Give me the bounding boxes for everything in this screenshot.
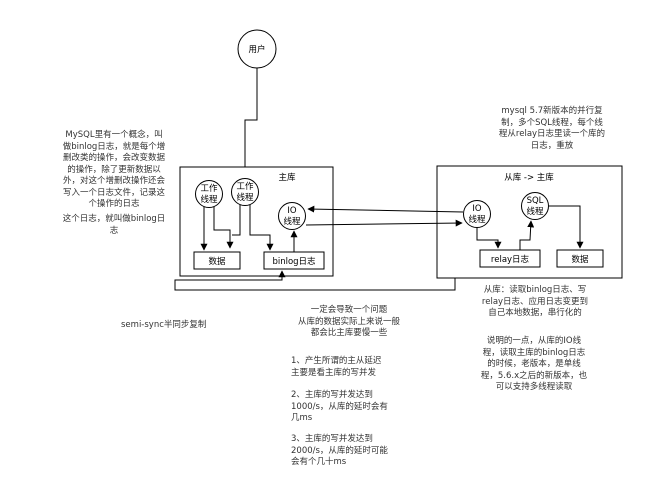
svg-text:工作: 工作	[236, 181, 254, 192]
edge-worker2-to-binlog	[249, 205, 274, 251]
note-mysql57: mysql 5.7新版本的并行复 制，多个SQL线程，每个线 程从relay日志…	[498, 106, 606, 151]
edge-user-to-worker	[241, 68, 258, 179]
edge-sql-to-data	[549, 205, 584, 249]
note-semi-sync: semi-sync半同步复制	[121, 320, 207, 330]
edge-worker1-to-binlog	[213, 207, 234, 249]
note-binlog-name: 这个日志，就叫做binlog日 志	[62, 214, 166, 236]
svg-text:线程: 线程	[283, 216, 301, 227]
slave-label: 从库 -> 主库	[504, 172, 554, 183]
relay-label: relay日志	[491, 254, 530, 265]
svg-text:线程: 线程	[236, 192, 254, 203]
svg-text:线程: 线程	[526, 206, 544, 217]
worker-thread-2: 工作 线程	[231, 178, 259, 206]
svg-text:工作: 工作	[200, 183, 218, 194]
note-delay-2: 2、主库的写并发达到 1000/s，从库的延时会有 几ms	[291, 390, 388, 423]
master-label: 主库	[278, 172, 296, 183]
svg-text:IO: IO	[472, 204, 482, 214]
edge-semi-sync-ack	[174, 270, 456, 291]
worker-thread-1: 工作 线程	[195, 180, 223, 208]
edge-io-to-relay	[476, 228, 502, 249]
edge-relay-to-sql	[519, 220, 535, 250]
relay-box	[479, 249, 541, 268]
slave-data-label: 数据	[571, 254, 589, 265]
edge-slave-io-request	[307, 205, 464, 213]
note-io-explain: 说明的一点，从库的IO线 程，读取主库的binlog日志 的时候，老版本，是单线…	[480, 336, 588, 392]
note-slave-read: 从库：读取binlog日志、写 relay日志、应用日志变更到 自己本地数据，串…	[481, 285, 589, 318]
note-binlog-concept: MySQL里有一个概念，叫 做binlog日志，就是每个增 删改类的操作，会改变…	[62, 130, 166, 209]
slave-sql-thread: SQL 线程	[521, 192, 549, 220]
edge-worker2-to-data	[232, 205, 241, 236]
master-data-label: 数据	[208, 256, 226, 267]
slave-io-thread: IO 线程	[463, 200, 491, 228]
user-label: 用户	[248, 44, 265, 55]
svg-text:线程: 线程	[468, 214, 486, 225]
svg-text:SQL: SQL	[527, 196, 544, 206]
svg-text:IO: IO	[287, 206, 297, 216]
svg-text:线程: 线程	[200, 194, 218, 205]
note-delay-1: 1、产生所谓的主从延迟 主要是看主库的写并发	[291, 356, 382, 378]
user-node: 用户	[237, 29, 277, 69]
master-io-thread: IO 线程	[278, 202, 306, 230]
note-delay-3: 3、主库的写并发达到 2000/s，从库的延时可能 会有个几十ms	[291, 434, 388, 467]
note-delay-intro: 一定会导致一个问题 从库的数据实际上来说一般 都会比主库要慢一些	[297, 305, 400, 338]
binlog-label: binlog日志	[272, 256, 316, 267]
master-data-box	[193, 251, 241, 270]
slave-data-box	[556, 249, 604, 268]
edge-master-io-send	[305, 219, 463, 227]
